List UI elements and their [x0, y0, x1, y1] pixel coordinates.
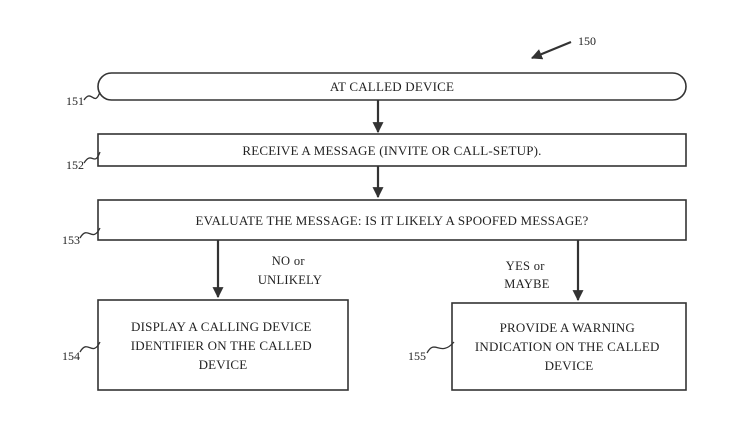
ref-152: 152	[66, 158, 84, 172]
lead-line-152	[83, 151, 101, 164]
ref-155: 155	[408, 349, 426, 363]
ref-151: 151	[66, 94, 84, 108]
lead-line-154	[79, 341, 101, 353]
node-provide-warning: PROVIDE A WARNING INDICATION ON THE CALL…	[451, 302, 687, 391]
node-label: RECEIVE A MESSAGE (INVITE OR CALL-SETUP)…	[242, 143, 541, 158]
ref-153: 153	[62, 233, 80, 247]
node-label: DISPLAY A CALLING DEVICE IDENTIFIER ON T…	[131, 319, 316, 372]
node-display-identifier: DISPLAY A CALLING DEVICE IDENTIFIER ON T…	[97, 299, 349, 391]
node-receive-message: RECEIVE A MESSAGE (INVITE OR CALL-SETUP)…	[97, 133, 687, 167]
lead-line-153	[79, 227, 101, 239]
lead-line-155	[426, 341, 455, 354]
node-at-called-device: AT CALLED DEVICE	[97, 72, 687, 101]
edge-label-yes: YES or MAYBE	[504, 259, 550, 291]
node-evaluate-message: EVALUATE THE MESSAGE: IS IT LIKELY A SPO…	[97, 199, 687, 241]
figure-ref: 150	[578, 34, 596, 48]
figure-ref-pointer	[530, 40, 572, 60]
node-label: AT CALLED DEVICE	[330, 79, 454, 94]
edge-label-no: NO or UNLIKELY	[258, 254, 322, 287]
node-label: EVALUATE THE MESSAGE: IS IT LIKELY A SPO…	[195, 213, 588, 228]
lead-line-151	[83, 91, 101, 101]
node-label: PROVIDE A WARNING INDICATION ON THE CALL…	[475, 320, 663, 373]
ref-154: 154	[62, 349, 80, 363]
